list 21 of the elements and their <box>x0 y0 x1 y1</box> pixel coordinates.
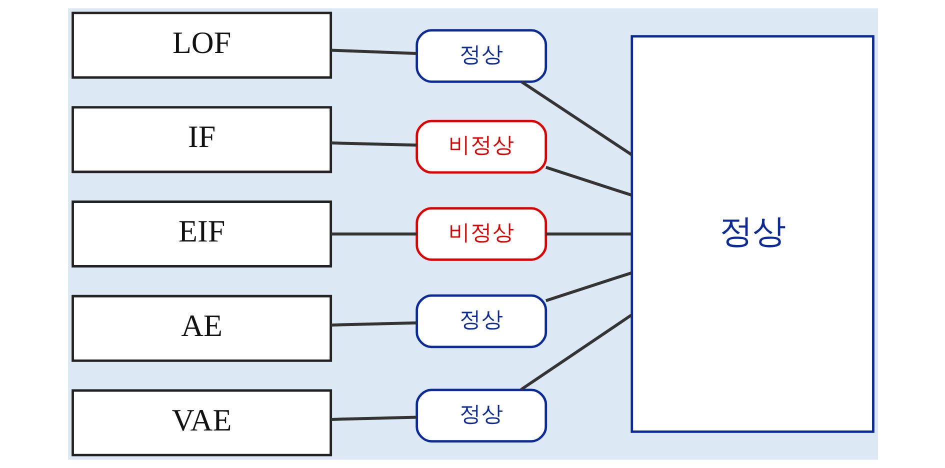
node-box: 비정상 <box>415 207 547 261</box>
node-box: 정상 <box>415 29 547 83</box>
connector <box>520 80 632 156</box>
node-box: EIF <box>71 200 332 268</box>
node-box: 정상 <box>415 388 547 442</box>
node-box: 정상 <box>415 294 547 348</box>
connector <box>330 321 416 327</box>
node-box: LOF <box>71 12 332 79</box>
connector <box>544 166 632 197</box>
node-box: 비정상 <box>415 120 547 174</box>
connector <box>520 314 632 391</box>
node-box: VAE <box>71 389 332 456</box>
connector <box>544 271 632 302</box>
connector <box>330 232 416 236</box>
connector <box>545 232 631 236</box>
connector <box>330 48 416 56</box>
node-box: AE <box>71 294 332 362</box>
connector <box>330 416 416 421</box>
node-box: 정상 <box>630 35 874 433</box>
connector <box>330 141 416 147</box>
node-box: IF <box>71 106 332 174</box>
